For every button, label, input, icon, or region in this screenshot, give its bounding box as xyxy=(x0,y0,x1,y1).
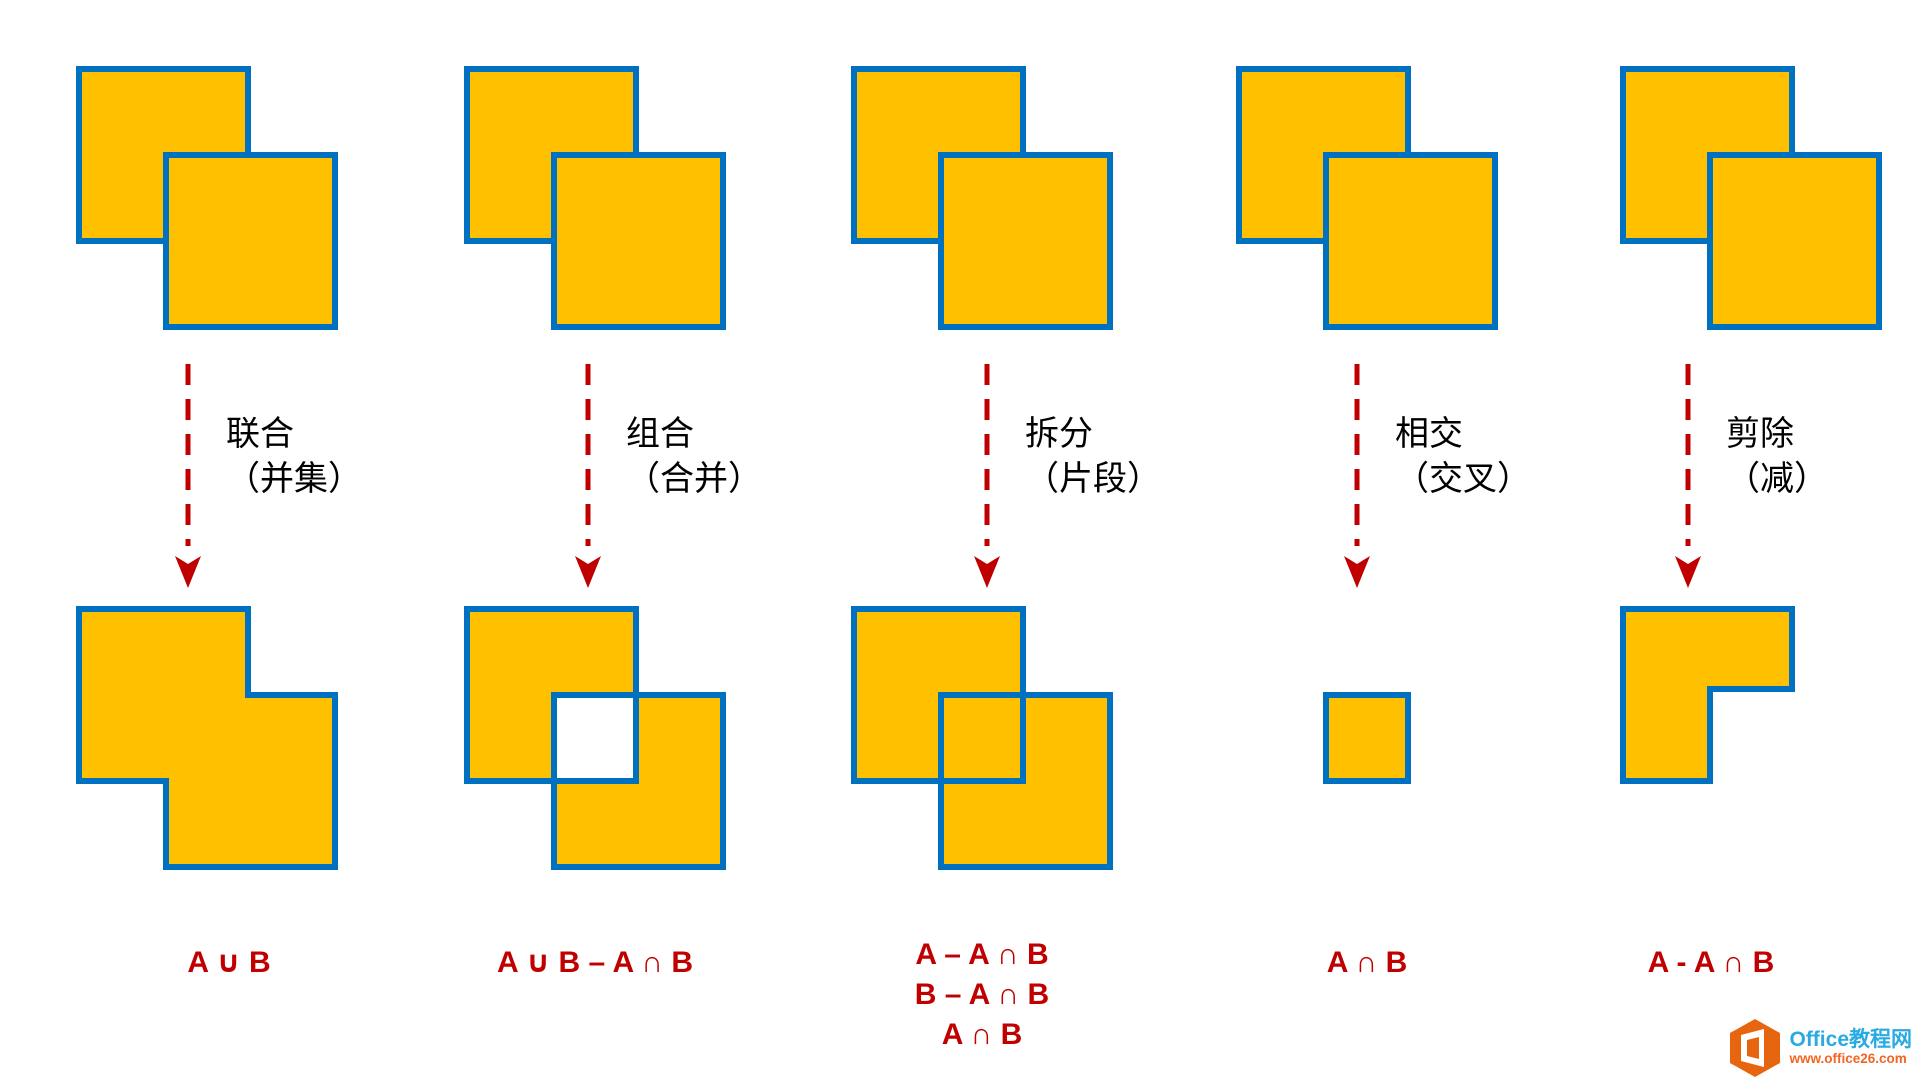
down-arrow-icon xyxy=(1675,364,1701,588)
down-arrow-icon xyxy=(1344,364,1370,588)
operation-name: 组合 xyxy=(626,415,694,453)
formula-line: A ∩ B xyxy=(1326,946,1408,979)
operation-label: 组合 （合并） xyxy=(626,412,762,502)
formula: A ∪ B xyxy=(98,943,360,983)
formula-line: B – A ∩ B xyxy=(914,978,1050,1011)
operation-alias: （减） xyxy=(1726,459,1828,498)
formula-line: A ∪ B xyxy=(187,946,271,979)
operation-name: 拆分 xyxy=(1025,415,1093,453)
formula-line: A - A ∩ B xyxy=(1647,946,1775,979)
overlapping-squares xyxy=(1236,66,1498,330)
operation-label: 联合 （并集） xyxy=(226,412,362,502)
result-shape-subtract xyxy=(1620,606,1795,784)
down-arrow-icon xyxy=(974,364,1000,588)
square-b xyxy=(551,152,726,330)
formula: A - A ∩ B xyxy=(1580,943,1842,983)
overlapping-squares xyxy=(851,66,1113,330)
result-shape-combine xyxy=(464,606,726,870)
square-b xyxy=(1707,152,1882,330)
square-b xyxy=(163,152,338,330)
formula-line: A ∪ B – A ∩ B xyxy=(496,946,694,979)
column-union: 联合 （并集） A ∪ B xyxy=(76,0,362,1080)
result-shape-intersect xyxy=(1323,692,1411,784)
result-shape-fragment xyxy=(851,606,1113,870)
formula: A ∪ B – A ∩ B xyxy=(464,943,726,983)
overlapping-squares xyxy=(76,66,338,330)
formula: A ∩ B xyxy=(1236,943,1498,983)
watermark: Office教程网 www.office26.com xyxy=(1728,1018,1912,1078)
overlapping-squares xyxy=(464,66,726,330)
formula: A – A ∩ B B – A ∩ B A ∩ B xyxy=(851,935,1113,1055)
column-fragment: 拆分 （片段） A – A ∩ B B – A ∩ B A ∩ B xyxy=(851,0,1161,1080)
operation-label: 拆分 （片段） xyxy=(1025,412,1161,502)
operation-label: 相交 （交叉） xyxy=(1395,412,1531,502)
column-intersect: 相交 （交叉） A ∩ B xyxy=(1236,0,1531,1080)
overlapping-squares xyxy=(1620,66,1882,330)
square-b xyxy=(938,152,1113,330)
operation-name: 剪除 xyxy=(1726,415,1794,453)
operation-alias: （片段） xyxy=(1025,459,1161,498)
operation-name: 相交 xyxy=(1395,415,1463,453)
brand-name: Office教程网 xyxy=(1789,1028,1912,1052)
operation-name: 联合 xyxy=(226,415,294,453)
down-arrow-icon xyxy=(575,364,601,588)
formula-line: A ∩ B xyxy=(941,1018,1023,1051)
column-subtract: 剪除 （减） A - A ∩ B xyxy=(1620,0,1882,1080)
column-combine: 组合 （合并） A ∪ B – A ∩ B xyxy=(464,0,762,1080)
operation-label: 剪除 （减） xyxy=(1726,412,1828,502)
operation-alias: （合并） xyxy=(626,459,762,498)
office-logo-icon xyxy=(1730,1019,1781,1077)
result-shape-union xyxy=(76,606,338,870)
watermark-text: Office教程网 www.office26.com xyxy=(1789,1028,1912,1067)
square-b xyxy=(1323,152,1498,330)
formula-line: A – A ∩ B xyxy=(915,938,1049,971)
operation-alias: （并集） xyxy=(226,459,362,498)
brand-url: www.office26.com xyxy=(1789,1051,1907,1067)
down-arrow-icon xyxy=(175,364,201,588)
operation-alias: （交叉） xyxy=(1395,459,1531,498)
